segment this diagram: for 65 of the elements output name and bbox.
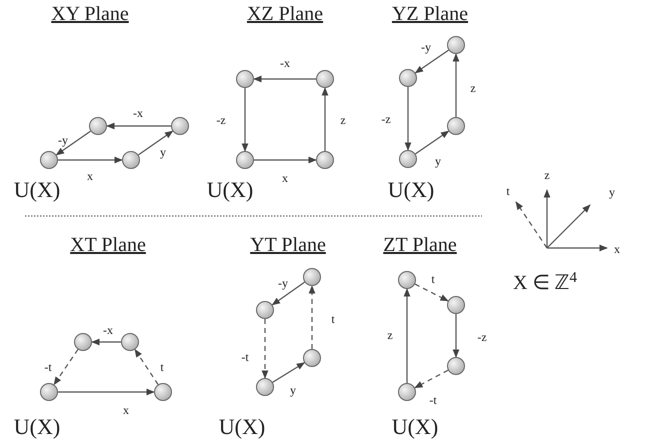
set-notation: X ∈ ℤ$^{4}$ (513, 273, 577, 293)
edge-label: -y (58, 134, 68, 146)
arrow (106, 122, 171, 130)
edge-label: -y (278, 277, 288, 289)
arrow (414, 284, 449, 302)
arrow (322, 87, 328, 151)
edge-label: x (87, 170, 93, 182)
edge-label: -x (103, 324, 113, 336)
arrow (134, 348, 159, 385)
arrow (58, 156, 123, 164)
edge-label: y (290, 384, 296, 396)
edge-label: t (160, 361, 164, 373)
arrow (414, 50, 449, 74)
arrow (452, 53, 460, 117)
arrow (272, 282, 305, 306)
edge-label: -t (44, 361, 52, 373)
arrow (272, 362, 306, 383)
plane-title: XY Plane (51, 4, 129, 24)
plane-title: ZT Plane (383, 235, 457, 255)
arrow (138, 130, 174, 156)
edge-label: x (123, 404, 129, 416)
edge-label: -t (429, 394, 437, 406)
arrow (414, 370, 448, 388)
edge-label: y (160, 146, 166, 158)
axis-label: y (609, 186, 615, 198)
arrow (254, 156, 317, 164)
origin-label: U(X) (392, 416, 438, 438)
arrow (262, 319, 268, 379)
arrow (54, 349, 78, 386)
edge-label: z (387, 329, 393, 341)
edge-label: -z (477, 331, 487, 343)
origin-label: U(X) (14, 416, 60, 438)
arrow (253, 76, 316, 82)
axis-label: z (544, 169, 550, 181)
arrow (91, 338, 121, 346)
arrow (58, 388, 155, 396)
origin-label: U(X) (388, 179, 434, 201)
arrow (404, 87, 412, 151)
edge-label: t (331, 313, 335, 325)
arrow (308, 285, 316, 349)
origin-label: U(X) (206, 179, 254, 201)
plane-title: XZ Plane (246, 4, 324, 24)
origin-label: U(X) (14, 179, 60, 201)
edge-label: -z (216, 114, 226, 126)
origin-label: U(X) (218, 416, 266, 438)
edge-label: t (431, 273, 435, 285)
arrow (404, 288, 410, 383)
arrow (56, 130, 91, 156)
edge-label: -x (133, 107, 143, 119)
edge-label: -y (421, 41, 431, 53)
edge-label: z (470, 82, 476, 94)
arrow (452, 314, 460, 358)
plane-title: XT Plane (70, 235, 146, 255)
edge-label: y (435, 155, 441, 167)
plane-title: YZ Plane (392, 4, 468, 24)
plane-title: YT Plane (250, 235, 326, 255)
axis-label: t (506, 185, 510, 197)
edge-label: -t (241, 351, 249, 363)
arrow (242, 88, 248, 152)
edge-label: z (340, 114, 346, 126)
arrow (415, 130, 450, 154)
edge-label: -z (381, 113, 391, 125)
edge-label: -x (280, 57, 290, 69)
edge-label: x (282, 172, 288, 184)
axis-label: x (614, 243, 620, 255)
